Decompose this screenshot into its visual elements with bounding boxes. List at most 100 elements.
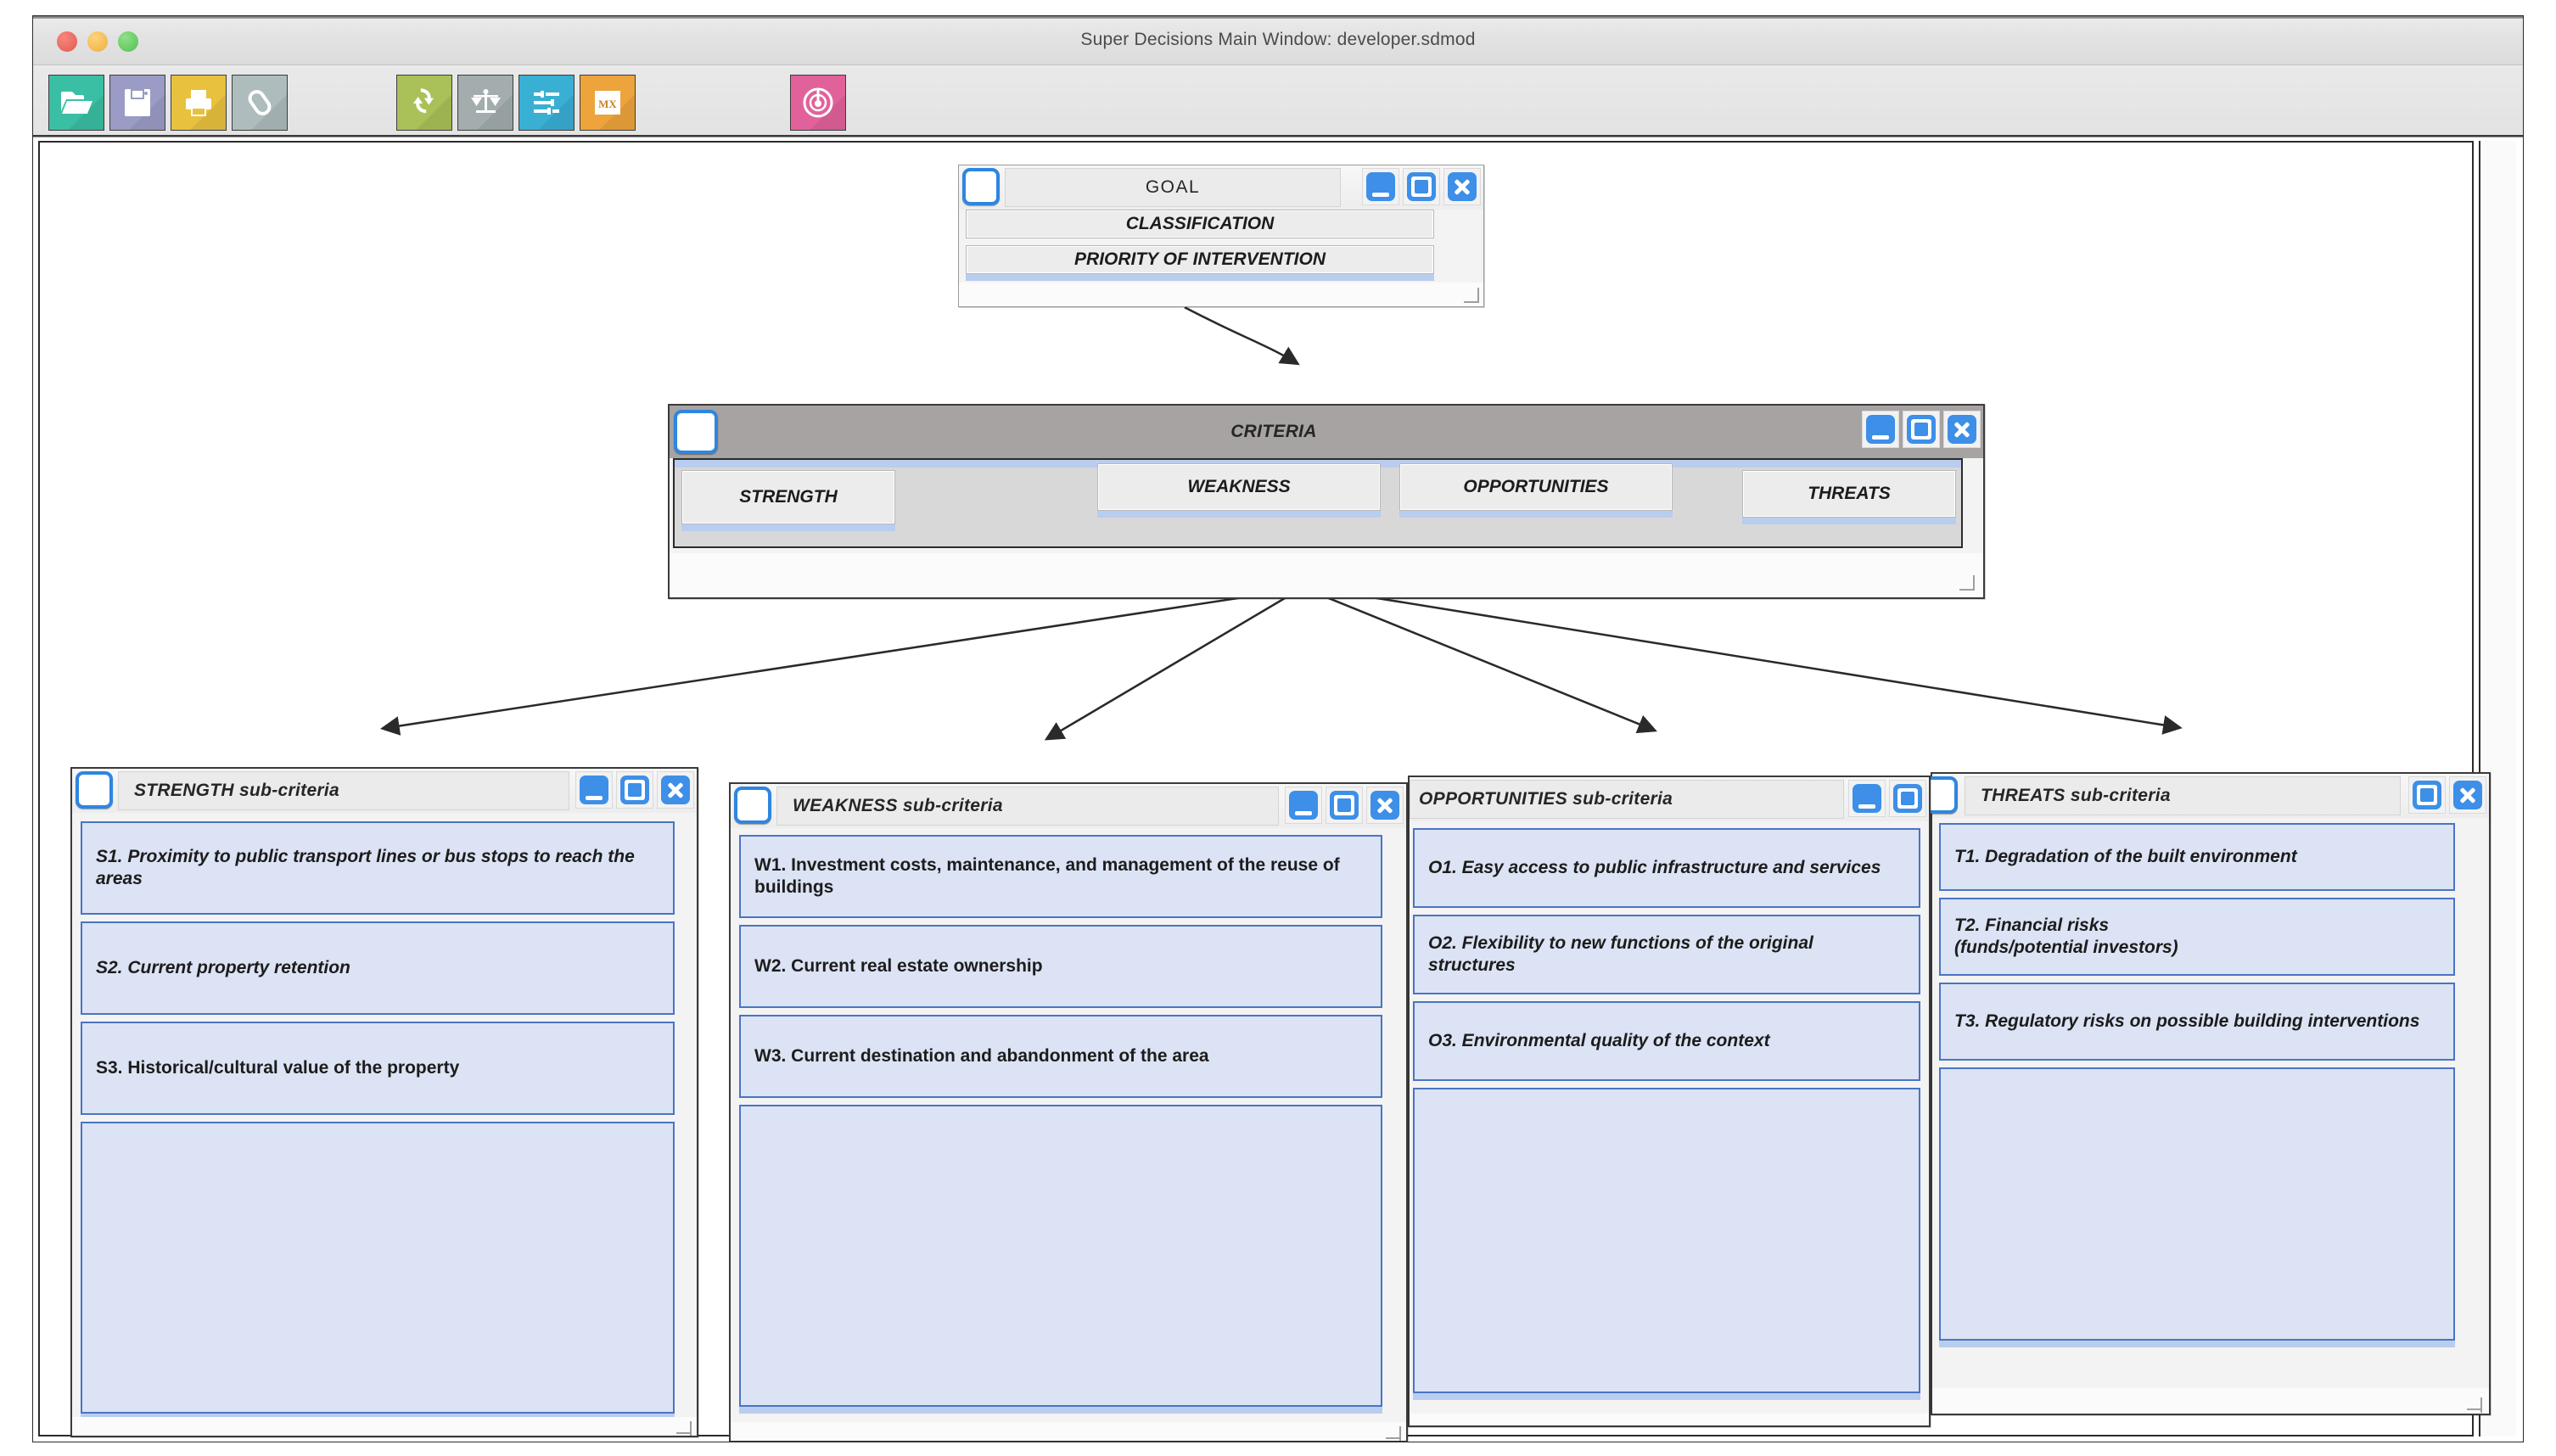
node-label: STRENGTH <box>739 486 838 507</box>
node-label: CLASSIFICATION <box>1125 213 1275 233</box>
node-empty-slot[interactable] <box>1413 1088 1920 1400</box>
cluster-minimize-button[interactable] <box>575 771 613 809</box>
cluster-title: GOAL <box>1145 177 1201 197</box>
cluster-minimize-button[interactable] <box>1285 787 1322 824</box>
window-minimize-button[interactable] <box>87 31 108 52</box>
cluster-minimize-button[interactable] <box>1362 168 1399 205</box>
node-strength[interactable]: STRENGTH <box>681 470 895 531</box>
compare-button[interactable] <box>457 75 513 131</box>
print-button[interactable] <box>171 75 227 131</box>
node-o3[interactable]: O3. Environmental quality of the context <box>1413 1001 1920 1088</box>
cluster-icon[interactable] <box>674 410 718 454</box>
cluster-close-button[interactable] <box>1943 411 1981 448</box>
node-opportunities[interactable]: OPPORTUNITIES <box>1399 463 1673 518</box>
node-empty-slot[interactable] <box>739 1105 1382 1414</box>
node-weakness[interactable]: WEAKNESS <box>1097 463 1381 518</box>
cluster-icon[interactable] <box>76 771 113 809</box>
node-label: W1. Investment costs, maintenance, and m… <box>754 854 1340 897</box>
node-label: O1. Easy access to public infrastructure… <box>1428 857 1881 877</box>
node-s2[interactable]: S2. Current property retention <box>81 921 675 1022</box>
resize-grip-icon[interactable] <box>676 1421 692 1436</box>
node-w3[interactable]: W3. Current destination and abandonment … <box>739 1015 1382 1105</box>
cluster-close-button[interactable] <box>2449 776 2486 814</box>
cluster-window-opportunities-subcriteria[interactable]: OPPORTUNITIES sub-criteria O1. Easy acce… <box>1408 776 1931 1427</box>
cluster-window-strength-subcriteria[interactable]: STRENGTH sub-criteria S1. Proximity to p… <box>70 767 698 1437</box>
model-canvas[interactable]: GOAL CLASSIFICATION PRIORITY OF <box>33 137 2523 1442</box>
matrix-button[interactable]: MX <box>580 75 636 131</box>
ratings-button[interactable] <box>518 75 575 131</box>
cluster-titlebar-opportunities[interactable]: OPPORTUNITIES sub-criteria <box>1410 777 1929 821</box>
cluster-footer <box>670 553 1983 597</box>
node-label: THREATS <box>1808 483 1891 503</box>
cluster-titlebar-strength[interactable]: STRENGTH sub-criteria <box>72 769 697 813</box>
paperclip-icon <box>233 76 287 130</box>
cluster-title: STRENGTH sub-criteria <box>134 781 340 800</box>
main-window: Super Decisions Main Window: developer.s… <box>32 15 2524 1442</box>
cluster-window-goal[interactable]: GOAL CLASSIFICATION PRIORITY OF <box>958 165 1484 307</box>
cluster-maximize-button[interactable] <box>1889 780 1926 817</box>
cluster-window-weakness-subcriteria[interactable]: WEAKNESS sub-criteria W1. Investment cos… <box>729 782 1408 1442</box>
cluster-title: OPPORTUNITIES sub-criteria <box>1419 789 1673 809</box>
cluster-title-container: GOAL <box>1005 168 1341 207</box>
cluster-body-criteria: STRENGTH WEAKNESS OPPORTUNITIES <box>670 458 1983 597</box>
save-model-button[interactable] <box>109 75 165 131</box>
cluster-close-button[interactable] <box>1366 787 1404 824</box>
cluster-titlebar-goal[interactable]: GOAL <box>959 165 1483 210</box>
network-button[interactable] <box>790 75 846 131</box>
node-strip <box>1939 1061 2455 1067</box>
node-strip <box>739 1008 1382 1015</box>
resize-grip-icon[interactable] <box>1464 288 1479 303</box>
node-box: T3. Regulatory risks on possible buildin… <box>1939 983 2455 1061</box>
cluster-window-threats-subcriteria[interactable]: THREATS sub-criteria T1. Degradation of … <box>1920 772 2491 1415</box>
node-label: O2. Flexibility to new functions of the … <box>1428 932 1813 975</box>
cluster-maximize-button[interactable] <box>2408 776 2446 814</box>
node-w2[interactable]: W2. Current real estate ownership <box>739 925 1382 1015</box>
node-box: CLASSIFICATION <box>966 210 1434 238</box>
open-model-button[interactable] <box>48 75 104 131</box>
node-box: O1. Easy access to public infrastructure… <box>1413 828 1920 908</box>
node-empty-slot[interactable] <box>81 1122 675 1420</box>
node-t2[interactable]: T2. Financial risks (funds/potential inv… <box>1939 898 2455 983</box>
node-box: S1. Proximity to public transport lines … <box>81 821 675 915</box>
printer-icon <box>171 76 226 130</box>
node-strip <box>739 1407 1382 1414</box>
cluster-icon[interactable] <box>962 168 1000 205</box>
cluster-maximize-button[interactable] <box>616 771 653 809</box>
window-close-button[interactable] <box>57 31 77 52</box>
toolbar-group-analysis: MX <box>396 75 641 131</box>
cluster-window-criteria[interactable]: CRITERIA STRENGTH <box>668 404 1985 599</box>
cluster-title: THREATS sub-criteria <box>1981 786 2171 805</box>
cluster-close-button[interactable] <box>1443 168 1481 205</box>
node-o1[interactable]: O1. Easy access to public infrastructure… <box>1413 828 1920 915</box>
cluster-titlebar-threats[interactable]: THREATS sub-criteria <box>1920 774 2489 818</box>
cluster-maximize-button[interactable] <box>1403 168 1440 205</box>
sync-button[interactable] <box>396 75 452 131</box>
cluster-maximize-button[interactable] <box>1326 787 1363 824</box>
node-strip <box>1413 1393 1920 1400</box>
node-strip <box>1399 511 1673 518</box>
cluster-titlebar-weakness[interactable]: WEAKNESS sub-criteria <box>731 784 1406 828</box>
cluster-close-button[interactable] <box>657 771 694 809</box>
node-s1[interactable]: S1. Proximity to public transport lines … <box>81 821 675 921</box>
window-maximize-button[interactable] <box>118 31 138 52</box>
node-label: S1. Proximity to public transport lines … <box>96 846 635 888</box>
node-w1[interactable]: W1. Investment costs, maintenance, and m… <box>739 835 1382 925</box>
node-t1[interactable]: T1. Degradation of the built environment <box>1939 823 2455 898</box>
resize-grip-icon[interactable] <box>1386 1426 1401 1441</box>
cluster-icon[interactable] <box>734 787 771 824</box>
node-t3[interactable]: T3. Regulatory risks on possible buildin… <box>1939 983 2455 1067</box>
cluster-titlebar-criteria[interactable]: CRITERIA <box>670 406 1983 458</box>
cluster-footer <box>959 283 1483 306</box>
node-threats[interactable]: THREATS <box>1742 470 1956 524</box>
node-classification[interactable]: CLASSIFICATION <box>966 210 1434 245</box>
node-priority-of-intervention[interactable]: PRIORITY OF INTERVENTION <box>966 245 1434 281</box>
attach-button[interactable] <box>232 75 288 131</box>
cluster-minimize-button[interactable] <box>1862 411 1899 448</box>
resize-grip-icon[interactable] <box>2467 1397 2482 1413</box>
resize-grip-icon[interactable] <box>1959 575 1975 591</box>
cluster-maximize-button[interactable] <box>1903 411 1940 448</box>
node-empty-slot[interactable] <box>1939 1067 2455 1347</box>
node-o2[interactable]: O2. Flexibility to new functions of the … <box>1413 915 1920 1001</box>
node-s3[interactable]: S3. Historical/cultural value of the pro… <box>81 1022 675 1122</box>
cluster-minimize-button[interactable] <box>1848 780 1886 817</box>
